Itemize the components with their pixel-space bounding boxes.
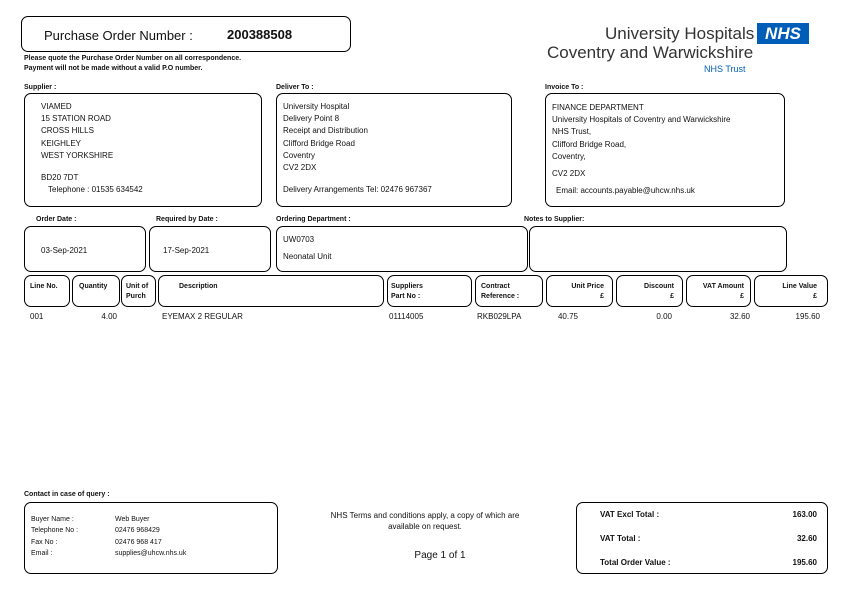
col-unit: Unit of Purch [121, 275, 156, 307]
deliver-line: Clifford Bridge Road [283, 138, 355, 148]
supplier-telephone: Telephone : 01535 634542 [48, 185, 143, 194]
row-quantity: 4.00 [101, 312, 117, 321]
email: supplies@uhcw.nhs.uk [115, 550, 187, 557]
po-number: 200388508 [227, 27, 293, 42]
fax: 02476 968 417 [115, 539, 162, 546]
col-suppliers-part: Suppliers Part No : [387, 275, 472, 307]
deliver-label: Deliver To : [276, 84, 314, 91]
supplier-box: VIAMED 15 STATION ROAD CROSS HILLS KEIGH… [24, 93, 262, 207]
col-line-value: Line Value £ [754, 275, 828, 307]
invoice-line: Coventry, [552, 151, 586, 161]
required-date: 17-Sep-2021 [163, 246, 210, 255]
supplier-line: WEST YORKSHIRE [41, 150, 114, 160]
logo-trust: NHS Trust [704, 64, 746, 74]
deliver-line: CV2 2DX [283, 163, 317, 173]
deliver-line: University Hospital [283, 102, 350, 111]
vat-excl-label: VAT Excl Total : [600, 510, 660, 519]
col-vat-amount: VAT Amount £ [686, 275, 751, 307]
col-quantity: Quantity [72, 275, 120, 307]
po-note-quote: Please quote the Purchase Order Number o… [24, 55, 242, 62]
row-unit-price: 40.75 [557, 312, 578, 321]
page-number: Page 1 of 1 [414, 550, 466, 561]
invoice-line: University Hospitals of Coventry and War… [552, 115, 731, 125]
nhs-logo: University Hospitals Coventry and Warwic… [545, 22, 815, 78]
deliver-line: Delivery Point 8 [283, 114, 340, 124]
ordering-dept-box: UW0703 Neonatal Unit [276, 226, 528, 272]
vat-total: 32.60 [796, 534, 817, 543]
contact-label: Contact in case of query : [24, 491, 110, 498]
logo-line2: Coventry and Warwickshire [547, 43, 754, 62]
supplier-line: KEIGHLEY [41, 138, 82, 148]
notes-label: Notes to Supplier: [524, 216, 585, 223]
invoice-line: NHS Trust, [552, 127, 592, 137]
invoice-postcode: CV2 2DX [552, 169, 586, 178]
vat-total-label: VAT Total : [600, 534, 641, 543]
delivery-arrangements: Delivery Arrangements Tel: 02476 967367 [283, 185, 432, 194]
order-date: 03-Sep-2021 [41, 246, 88, 255]
supplier-postcode: BD20 7DT [41, 173, 79, 182]
row-line-value: 195.60 [795, 312, 820, 321]
order-date-box: 03-Sep-2021 [24, 226, 146, 272]
row-contract: RKB029LPA [477, 312, 522, 321]
required-date-box: 17-Sep-2021 [149, 226, 271, 272]
po-number-label: Purchase Order Number : [44, 28, 193, 43]
row-vat: 32.60 [729, 312, 750, 321]
col-discount: Discount £ [616, 275, 683, 307]
email-label: Email : [31, 550, 53, 557]
deliver-line: Coventry [283, 150, 316, 160]
row-line-no: 001 [30, 312, 44, 321]
totals-box: VAT Excl Total : 163.00 VAT Total : 32.6… [576, 502, 828, 574]
supplier-line: CROSS HILLS [41, 126, 94, 136]
dept-name: Neonatal Unit [283, 252, 332, 261]
order-date-label: Order Date : [36, 216, 77, 223]
po-note-payment: Payment will not be made without a valid… [24, 65, 203, 72]
buyer-label: Buyer Name : [31, 516, 74, 523]
deliver-line: Receipt and Distribution [283, 126, 368, 136]
order-total-label: Total Order Value : [600, 558, 671, 567]
row-discount: 0.00 [656, 312, 672, 321]
table-row: 001 4.00 EYEMAX 2 REGULAR 01114005 RKB02… [0, 312, 841, 324]
col-unit-price: Unit Price £ [546, 275, 613, 307]
nhs-badge-icon: NHS [757, 23, 809, 44]
dept-code: UW0703 [283, 235, 315, 244]
invoice-label: Invoice To : [545, 84, 584, 91]
contact-box: Buyer Name : Web Buyer Telephone No : 02… [24, 502, 278, 574]
ordering-dept-label: Ordering Department : [276, 216, 351, 223]
invoice-line: FINANCE DEPARTMENT [552, 103, 644, 112]
supplier-line: VIAMED [41, 102, 72, 111]
supplier-line: 15 STATION ROAD [41, 114, 111, 124]
order-total: 195.60 [792, 558, 817, 567]
invoice-email: Email: accounts.payable@uhcw.nhs.uk [556, 186, 695, 195]
telephone: 02476 968429 [115, 527, 160, 534]
row-description: EYEMAX 2 REGULAR [162, 312, 243, 321]
deliver-box: University Hospital Delivery Point 8 Rec… [276, 93, 512, 207]
row-part-no: 01114005 [389, 312, 424, 321]
logo-line1: University Hospitals [605, 24, 755, 43]
col-contract: Contract Reference : [475, 275, 543, 307]
required-date-label: Required by Date : [156, 216, 218, 223]
notes-box [529, 226, 787, 272]
invoice-line: Clifford Bridge Road, [552, 139, 627, 149]
fax-label: Fax No : [31, 539, 58, 546]
terms-note: NHS Terms and conditions apply, a copy o… [330, 511, 520, 531]
invoice-box: FINANCE DEPARTMENT University Hospitals … [545, 93, 785, 207]
po-number-box: Purchase Order Number : 200388508 [21, 16, 351, 52]
col-description: Description [158, 275, 384, 307]
supplier-label: Supplier : [24, 84, 57, 91]
buyer-name: Web Buyer [115, 516, 150, 523]
telephone-label: Telephone No : [31, 527, 79, 534]
col-line-no: Line No. [24, 275, 70, 307]
vat-excl-total: 163.00 [792, 510, 817, 519]
